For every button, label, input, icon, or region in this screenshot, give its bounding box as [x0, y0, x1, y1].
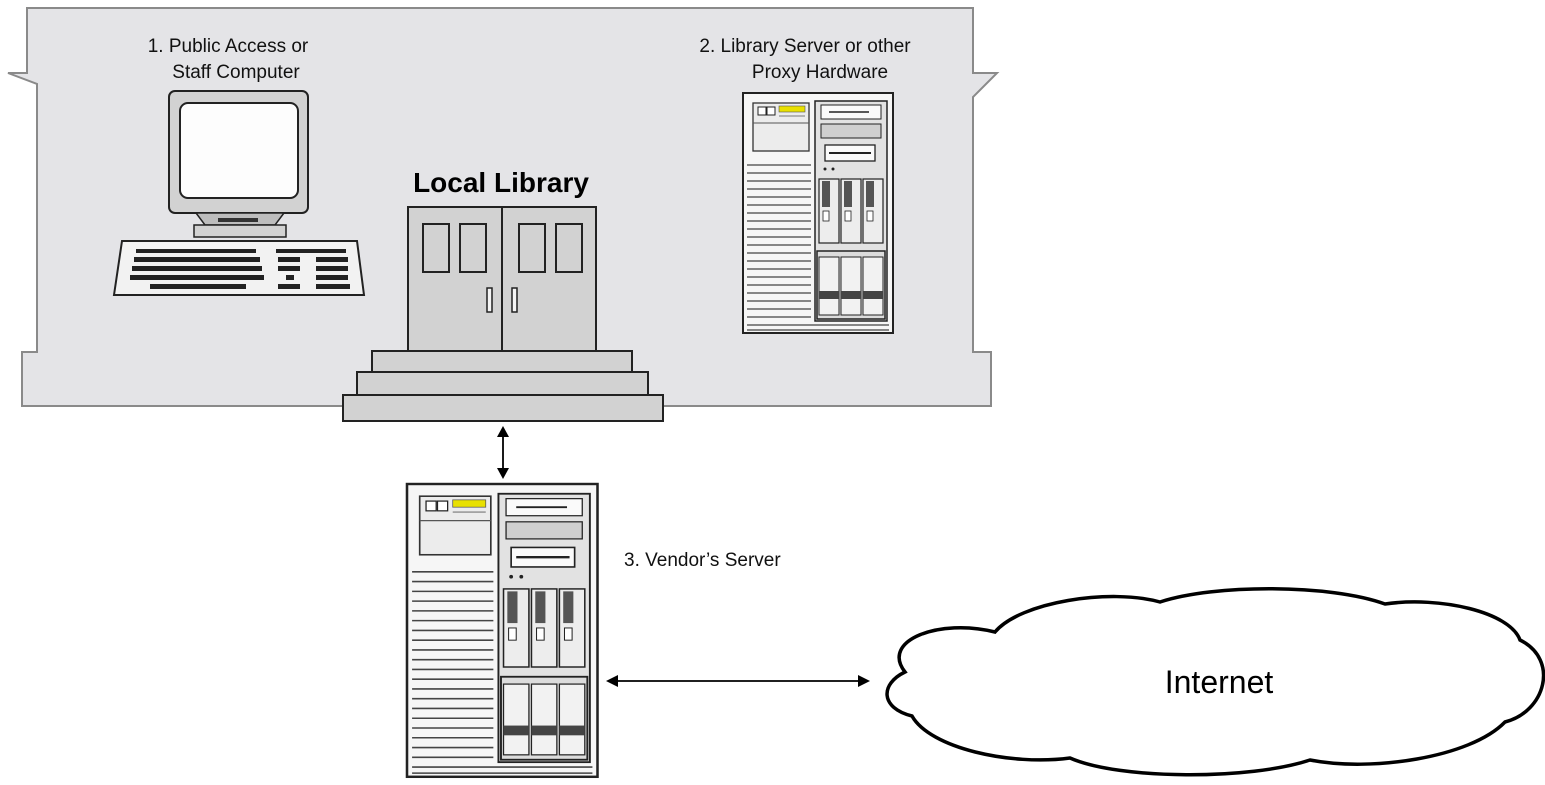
vendor-internet-connector — [606, 675, 870, 687]
desktop-computer-icon — [112, 90, 366, 296]
local-library-title: Local Library — [413, 167, 589, 198]
library-server-icon — [742, 92, 894, 334]
cloud-icon — [885, 587, 1545, 777]
library-server-label-line1: 2. Library Server or other — [699, 36, 911, 57]
internet-label: Internet — [1165, 664, 1274, 700]
vendor-server-label: 3. Vendor’s Server — [624, 550, 781, 571]
library-server-label-line2: Proxy Hardware — [752, 62, 888, 83]
vendor-server-icon — [405, 482, 599, 779]
library-vendor-connector — [497, 426, 509, 479]
computer-label-line2: Staff Computer — [172, 62, 300, 83]
computer-label-line1: 1. Public Access or — [148, 36, 309, 57]
library-entrance-doors-icon — [342, 206, 664, 422]
